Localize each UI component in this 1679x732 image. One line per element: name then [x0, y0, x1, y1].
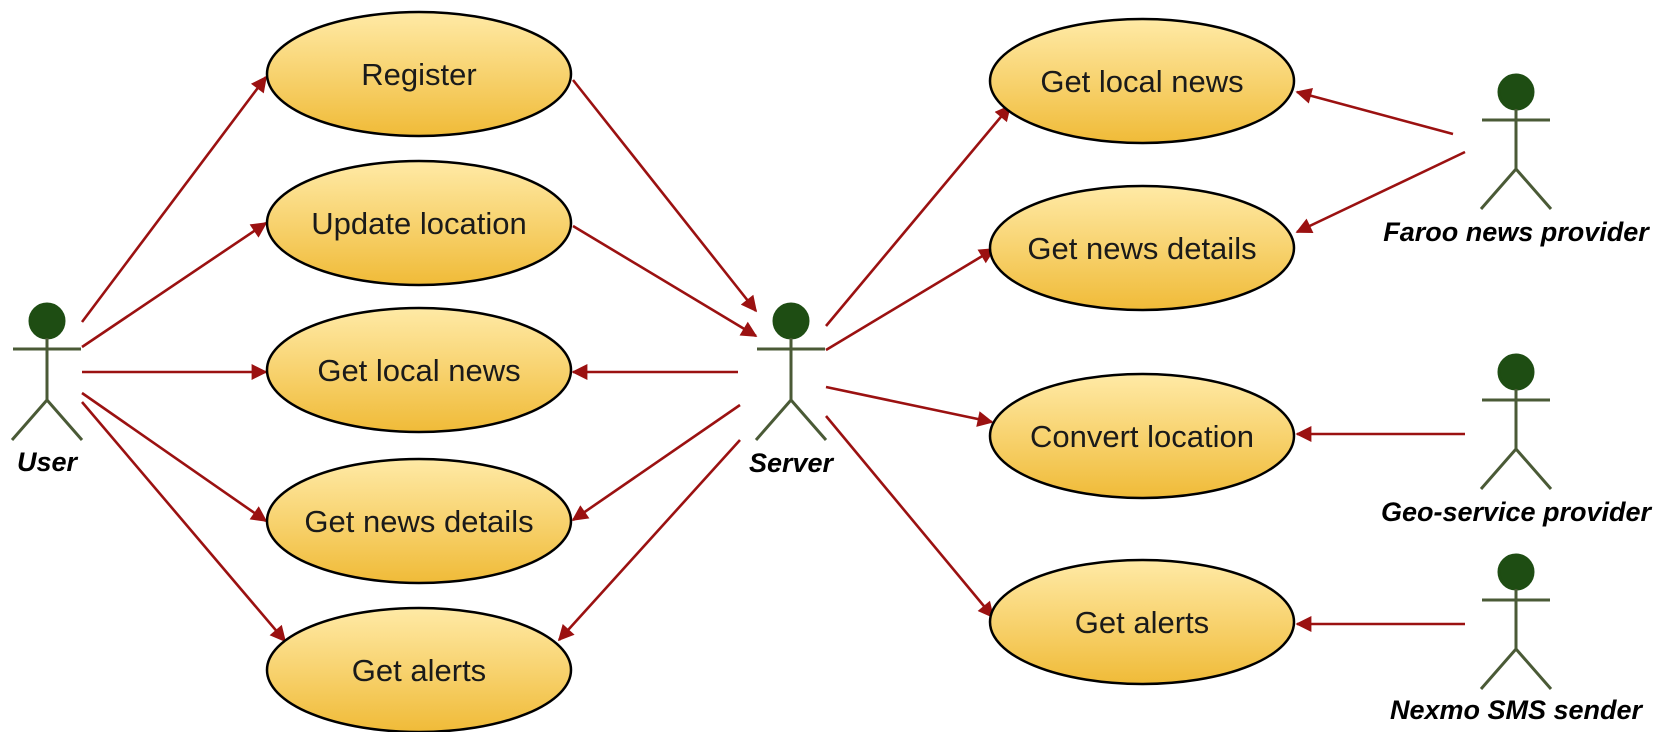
arrow-user-get-alerts: [81, 401, 287, 643]
arrow-update-location-server: [572, 224, 758, 338]
use-case-get-local-news-left[interactable]: Get local news: [265, 306, 573, 434]
arrow-server-convert-location: [825, 385, 994, 427]
use-case-label: Get local news: [1040, 64, 1243, 99]
actor-server[interactable]: Server: [749, 302, 835, 478]
use-case-get-local-news-right[interactable]: Get local news: [988, 17, 1296, 145]
use-case-update-location[interactable]: Update location: [265, 159, 573, 287]
actor-user[interactable]: User: [10, 302, 84, 477]
use-case-label: Get local news: [317, 353, 520, 388]
right-use-cases: Get local news Get news details Convert …: [988, 17, 1296, 686]
stick-figure-icon: [1479, 553, 1553, 690]
use-case-get-alerts-right[interactable]: Get alerts: [988, 558, 1296, 686]
use-case-label: Get news details: [304, 504, 533, 539]
use-case-label: Get alerts: [1075, 605, 1209, 640]
actor-label: Server: [749, 448, 835, 478]
arrow-server-r-get-alerts: [825, 415, 995, 619]
arrow-server-get-alerts: [557, 439, 741, 642]
stick-figure-icon: [10, 302, 84, 441]
stick-figure-icon: [1479, 73, 1553, 210]
arrow-server-get-news-details: [571, 403, 741, 522]
actor-geo-service-provider[interactable]: Geo-service provider: [1381, 353, 1653, 527]
arrow-server-r-get-local-news: [825, 104, 1012, 327]
actor-label: Faroo news provider: [1383, 217, 1650, 247]
actor-faroo-news-provider[interactable]: Faroo news provider: [1383, 73, 1650, 247]
arrow-user-get-news-details: [81, 391, 268, 523]
use-case-label: Update location: [311, 206, 526, 241]
actor-nexmo-sms-sender[interactable]: Nexmo SMS sender: [1390, 553, 1644, 725]
arrow-user-register: [80, 75, 268, 323]
use-case-label: Get news details: [1027, 231, 1256, 266]
actor-label: User: [17, 447, 79, 477]
use-case-get-news-details-left[interactable]: Get news details: [265, 457, 573, 585]
use-case-label: Register: [361, 57, 476, 92]
arrow-faroo-get-news-details: [1295, 150, 1466, 234]
stick-figure-icon: [754, 302, 828, 441]
arrows: [80, 75, 1466, 643]
use-case-get-alerts-left[interactable]: Get alerts: [265, 606, 573, 732]
arrow-faroo-get-local-news: [1295, 88, 1454, 136]
actor-label: Nexmo SMS sender: [1390, 695, 1644, 725]
stick-figure-icon: [1479, 353, 1553, 490]
use-case-convert-location[interactable]: Convert location: [988, 372, 1296, 500]
use-case-register[interactable]: Register: [265, 10, 573, 138]
use-case-get-news-details-right[interactable]: Get news details: [988, 184, 1296, 312]
arrow-user-update-location: [81, 221, 268, 349]
left-use-cases: Register Update location Get local news …: [265, 10, 573, 732]
use-case-label: Convert location: [1030, 419, 1254, 454]
arrow-register-server: [571, 79, 758, 313]
arrow-server-r-get-news-details: [825, 247, 996, 352]
actor-label: Geo-service provider: [1381, 497, 1653, 527]
use-case-label: Get alerts: [352, 653, 486, 688]
